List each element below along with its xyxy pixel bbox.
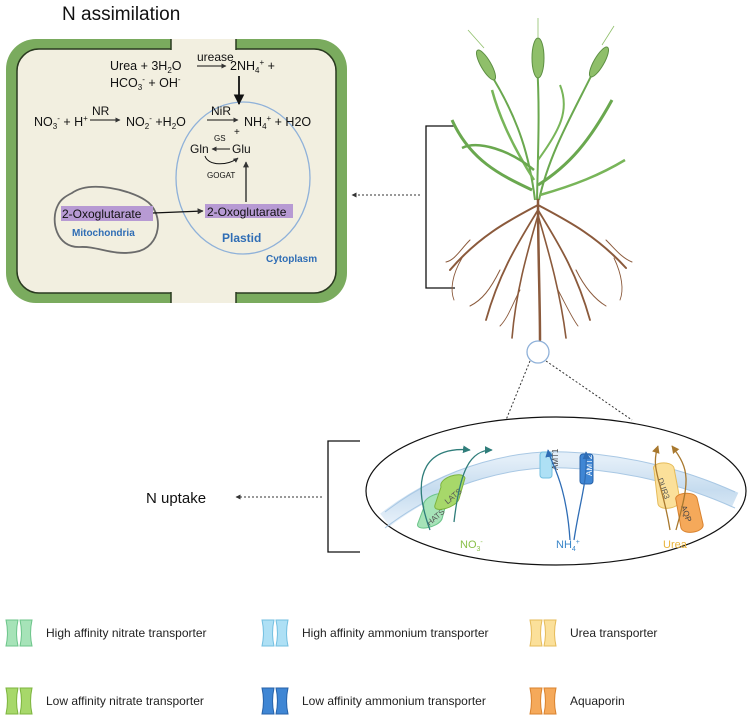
glu-label: Glu xyxy=(232,142,251,156)
transporter-icon xyxy=(261,687,289,715)
uptake-label: N uptake xyxy=(146,490,206,507)
nh4-membrane-label: NH4+ xyxy=(556,539,580,553)
legend: High affinity nitrate transporter High af… xyxy=(5,619,657,715)
wall-gap-top xyxy=(171,39,236,50)
gs-label: GS xyxy=(214,134,226,143)
gln-label: Gln xyxy=(190,142,209,156)
no3-label: NO3- xyxy=(460,539,483,553)
ammonium-arrow-1 xyxy=(545,449,571,541)
gogat-label: GOGAT xyxy=(207,171,235,180)
legend-label: Low affinity nitrate transporter xyxy=(46,694,204,708)
gogat-arrow xyxy=(204,155,239,165)
nitrate-reactant: NO3- + H+ xyxy=(34,114,88,131)
ammonium-arrow-2 xyxy=(573,451,591,541)
svg-text:AMT2: AMT2 xyxy=(585,454,594,476)
zoom-line-left xyxy=(505,360,531,421)
transporter-icon xyxy=(5,619,33,647)
amt2-transporter: AMT2 xyxy=(579,453,594,485)
urea-membrane-label: Urea xyxy=(663,539,688,551)
oxo-plastid-box xyxy=(205,204,293,218)
urea-equation: Urea + 3H2O xyxy=(110,59,182,75)
aqp-transporter: AQP xyxy=(675,492,704,533)
root-system-illustration xyxy=(445,198,633,342)
oxo-mito-box xyxy=(61,206,153,221)
legend-item: Low affinity nitrate transporter xyxy=(5,687,204,715)
plus-sign: + xyxy=(234,127,240,138)
nh4-product: NH4+ + H2O xyxy=(244,114,311,131)
cytoplasm-label: Cytoplasm xyxy=(266,254,317,265)
svg-text:AMT1: AMT1 xyxy=(551,448,560,470)
legend-item: Urea transporter xyxy=(529,619,657,647)
oxo-plastid-label: 2-Oxoglutarate xyxy=(207,205,287,219)
urea-arrow-1 xyxy=(652,445,671,531)
urea-arrow-2 xyxy=(671,445,687,531)
hco3-line: HCO3- + OH- xyxy=(110,75,181,92)
legend-label: High affinity nitrate transporter xyxy=(46,626,207,640)
legend-item: Aquaporin xyxy=(529,687,625,715)
mitochondria-label: Mitochondria xyxy=(72,228,135,239)
legend-label: Urea transporter xyxy=(570,626,657,640)
oxo-mito-label: 2-Oxoglutarate xyxy=(62,207,142,221)
nitrite-product: NO2- +H2O xyxy=(126,114,186,131)
nr-label: NR xyxy=(92,104,110,118)
legend-label: Low affinity ammonium transporter xyxy=(302,694,486,708)
wall-gap-bottom xyxy=(171,292,236,303)
transporter-icon xyxy=(529,619,557,647)
legend-item: High affinity ammonium transporter xyxy=(261,619,489,647)
nitrate-arrow-1 xyxy=(420,445,471,531)
legend-label: Aquaporin xyxy=(570,694,625,708)
transporter-icon xyxy=(5,687,33,715)
nir-label: NiR xyxy=(211,104,231,118)
page-title: N assimilation xyxy=(62,4,180,25)
legend-item: High affinity nitrate transporter xyxy=(5,619,207,647)
wheat-plant-illustration xyxy=(450,18,626,201)
zoom-line-right xyxy=(545,360,633,421)
plastid-label: Plastid xyxy=(222,231,261,245)
nitrate-arrow-2 xyxy=(453,446,493,523)
root-membrane-zoom xyxy=(365,416,747,566)
membrane-bracket xyxy=(327,440,360,553)
mito-to-plastid-arrow xyxy=(152,208,204,215)
ammonium-product: 2NH4+ + xyxy=(230,58,275,75)
legend-item: Low affinity ammonium transporter xyxy=(261,687,486,715)
mitochondria-outline xyxy=(53,185,159,254)
root-zoom-circle xyxy=(526,340,550,364)
transporter-icon xyxy=(529,687,557,715)
legend-label: High affinity ammonium transporter xyxy=(302,626,489,640)
urease-label: urease xyxy=(197,50,234,64)
plant-bracket xyxy=(425,125,455,289)
transporter-icon xyxy=(261,619,289,647)
